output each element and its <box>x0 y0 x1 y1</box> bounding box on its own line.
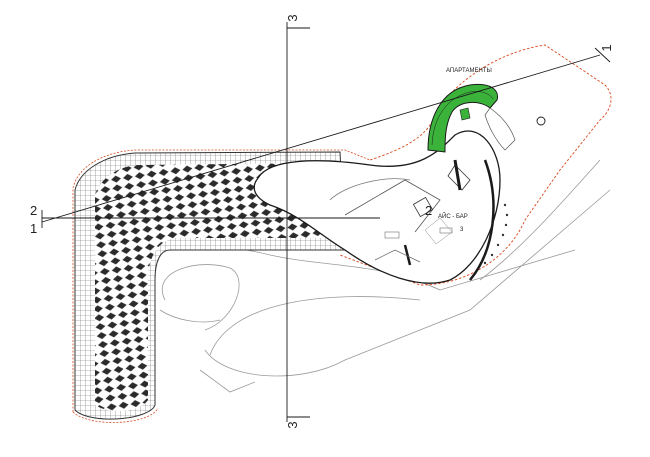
axis-label-2: 2 <box>30 203 37 218</box>
shell-diamonds <box>95 163 334 412</box>
shell-red-boundary <box>72 149 371 412</box>
inner-number-label: 3 <box>460 227 464 233</box>
outer-boundary <box>339 44 612 286</box>
axis-label-1-left: 1 <box>30 221 37 236</box>
column-dots <box>483 203 509 265</box>
facade-shell <box>72 149 371 423</box>
axis-1-line <box>41 54 601 223</box>
inner-label-2: 2 <box>425 203 432 218</box>
axis-marker-circle <box>536 116 546 126</box>
axis-label-3-top: 3 <box>285 14 300 21</box>
grid-axes <box>41 22 611 422</box>
axis-label-1-right: 1 <box>599 44 614 51</box>
ice-bar-label: АЙС - БАР <box>438 212 468 220</box>
floor-plate <box>253 130 501 284</box>
apartments-label: АПАРТАМЕНТЫ <box>446 68 492 74</box>
axis-label-3-bottom: 3 <box>285 421 300 428</box>
